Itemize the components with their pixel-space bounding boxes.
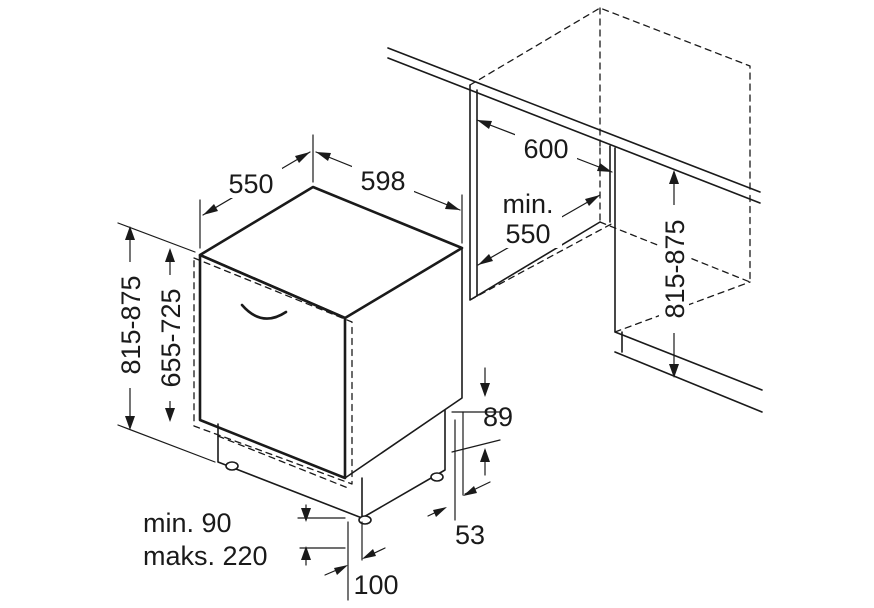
dishwasher-base-front: [217, 423, 363, 519]
label-bg-door-height: [154, 275, 186, 401]
dimension-width: 598: [315, 151, 461, 211]
label-bg-niche-depth: [494, 188, 562, 248]
dishwasher-body: [193, 185, 464, 525]
right-cabinet-panel: [614, 147, 763, 391]
dimension-plinth-gap: 53: [427, 481, 491, 550]
ext-height-bottom: [117, 424, 216, 463]
arrow-door-height-top: [165, 248, 175, 262]
label-niche-height: 815-875: [660, 219, 690, 318]
niche-back-bottom-dashed: [599, 191, 751, 283]
arrow-niche-depth-left: [478, 254, 493, 265]
label-niche-depth-value: 550: [505, 219, 550, 249]
label-width: 598: [360, 166, 405, 196]
label-bg-550: [220, 168, 282, 198]
arrow-niche-height-bottom: [669, 364, 679, 378]
arrow-550-right: [295, 152, 310, 163]
label-foot-min: min. 90: [143, 508, 232, 538]
arrow-total-height-bottom: [125, 416, 135, 430]
label-niche-width: 600: [523, 134, 568, 164]
arrow-foot-top: [301, 508, 311, 522]
ext-plinth-bottom: [451, 439, 501, 453]
arrow-550-left: [203, 204, 218, 215]
arrow-600-right: [597, 163, 612, 172]
label-plinth-height: 89: [483, 402, 513, 432]
label-niche-depth-min: min.: [502, 189, 553, 219]
label-bg-total-height: [114, 262, 146, 388]
foot-front-left: [225, 461, 239, 471]
dimension-niche-width: 600: [476, 119, 613, 173]
arrow-53-right: [463, 486, 477, 496]
dimension-door-height: 655-725: [154, 248, 186, 422]
arrow-89-bottom: [480, 448, 490, 462]
label-plinth-gap: 53: [455, 520, 485, 550]
dimension-niche-height: 815-875: [659, 170, 690, 378]
arrow-100-right: [362, 549, 376, 559]
dishwasher-door: [198, 253, 347, 480]
dimension-depth: 550: [202, 151, 311, 216]
arrow-89-top: [480, 383, 490, 397]
dishwasher-base-side: [361, 409, 446, 519]
label-foot-offset: 100: [353, 570, 398, 600]
label-total-height: 815-875: [116, 275, 146, 374]
arrow-598-right: [445, 201, 460, 210]
niche-top-dashed: [469, 7, 751, 191]
arrow-53-left: [433, 507, 447, 517]
arrow-foot-bottom: [301, 546, 311, 560]
label-bg-598: [352, 165, 414, 195]
ext-height-top: [117, 222, 196, 253]
label-depth: 550: [228, 169, 273, 199]
foot-back-right: [430, 472, 444, 482]
extension-lines-dishwasher: [117, 134, 463, 463]
floor-line-right: [614, 351, 763, 413]
foot-front-right: [358, 515, 372, 525]
dimension-foot-height: min. 90 maks. 220: [143, 504, 346, 571]
dimension-plinth-height: 89: [451, 367, 513, 521]
arrow-100-left: [334, 565, 348, 575]
dimension-total-height: 815-875: [114, 226, 146, 430]
worktop-edge-bottom: [387, 57, 761, 204]
arrow-598-left: [316, 152, 331, 161]
arrow-total-height-top: [125, 226, 135, 240]
dimension-foot-offset: 100: [324, 521, 399, 601]
dimension-niche-depth: min. 550: [477, 188, 601, 266]
door-decor-outline: [193, 257, 353, 485]
worktop-edge-top: [387, 47, 761, 193]
label-bg-niche-height: [659, 205, 689, 333]
arrow-niche-height-top: [669, 170, 679, 184]
arrow-600-left: [477, 120, 492, 129]
arrow-niche-depth-right: [585, 195, 600, 206]
niche-floor-left-dashed: [469, 221, 616, 301]
door-handle: [240, 303, 288, 320]
label-foot-max: maks. 220: [143, 541, 268, 571]
label-door-height: 655-725: [156, 288, 186, 387]
base-kick-dashed: [217, 435, 349, 489]
arrow-door-height-bottom: [165, 408, 175, 422]
label-bg-600: [515, 133, 577, 163]
